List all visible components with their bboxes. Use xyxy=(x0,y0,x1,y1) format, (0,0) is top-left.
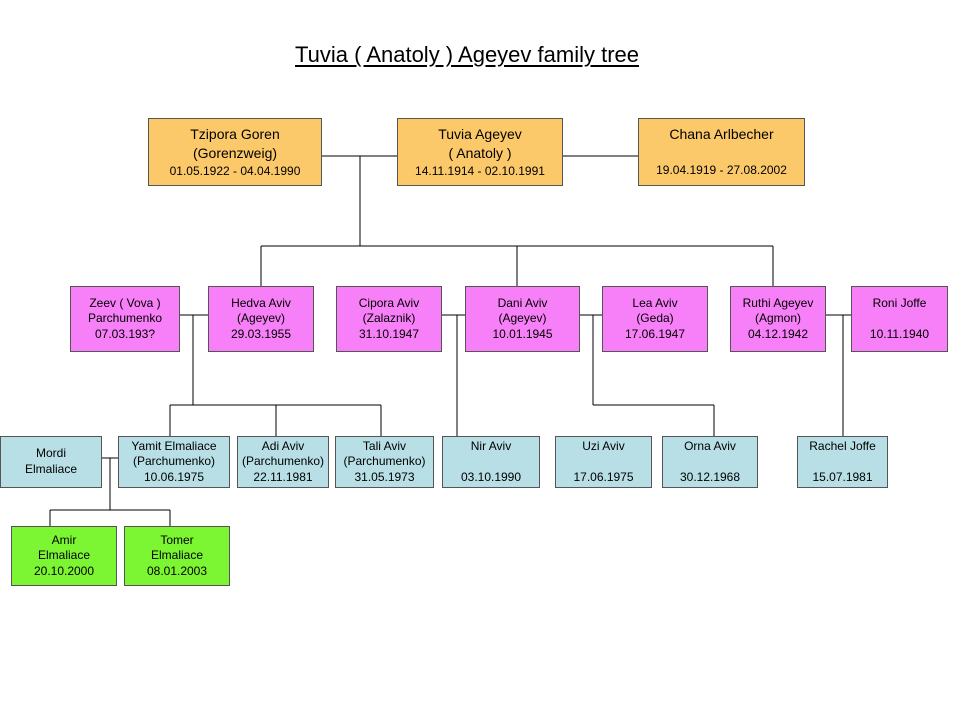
person-dates: 15.07.1981 xyxy=(812,469,873,484)
person-dates: 31.05.1973 xyxy=(354,469,415,484)
person-name: Tali Aviv xyxy=(362,438,407,453)
person-box-ruthi-ageyev: Ruthi Ageyev (Agmon) 04.12.1942 xyxy=(730,286,826,352)
person-box-tomer-elmaliace: Tomer Elmaliace 08.01.2003 xyxy=(124,526,230,586)
person-name: Hedva Aviv xyxy=(231,295,291,310)
person-dates: 29.03.1955 xyxy=(230,326,292,341)
person-dates: 17.06.1975 xyxy=(573,469,634,484)
person-box-chana-arlbecher: Chana Arlbecher 19.04.1919 - 27.08.2002 xyxy=(638,118,805,186)
person-box-amir-elmaliace: Amir Elmaliace 20.10.2000 xyxy=(11,526,117,586)
person-dates: 31.10.1947 xyxy=(358,326,420,341)
person-box-cipora-aviv: Cipora Aviv (Zalaznik) 31.10.1947 xyxy=(336,286,442,352)
person-box-lea-aviv: Lea Aviv (Geda) 17.06.1947 xyxy=(602,286,708,352)
person-dates: 30.12.1968 xyxy=(679,469,741,484)
person-dates: 01.05.1922 - 04.04.1990 xyxy=(169,163,301,178)
person-alias: ( Anatoly ) xyxy=(448,144,512,161)
person-box-orna-aviv: Orna Aviv 30.12.1968 xyxy=(662,436,758,488)
person-surname: Elmaliace xyxy=(37,548,91,563)
person-name: Adi Aviv xyxy=(261,438,305,453)
person-dates: 04.12.1942 xyxy=(747,326,809,341)
person-box-mordi-elmaliace: Mordi Elmaliace xyxy=(0,436,102,488)
person-maiden-name: (Gorenzweig) xyxy=(192,144,278,161)
person-surname: Elmaliace xyxy=(150,548,204,563)
person-dates: 03.10.1990 xyxy=(460,469,522,484)
person-surname: Parchumenko xyxy=(87,311,163,326)
person-maiden-name: (Zalaznik) xyxy=(362,311,416,326)
person-dates: 10.01.1945 xyxy=(492,326,553,341)
person-box-adi-aviv: Adi Aviv (Parchumenko) 22.11.1981 xyxy=(237,436,329,488)
person-dates: 14.11.1914 - 02.10.1991 xyxy=(415,163,545,178)
person-box-rachel-joffe: Rachel Joffe 15.07.1981 xyxy=(797,436,888,488)
person-maiden-name: (Ageyev) xyxy=(498,311,547,326)
person-name: Dani Aviv xyxy=(497,295,548,310)
person-box-uzi-aviv: Uzi Aviv 17.06.1975 xyxy=(555,436,652,488)
person-name: Tzipora Goren xyxy=(190,126,280,143)
person-maiden-name: (Parchumenko) xyxy=(241,454,325,469)
person-name: Rachel Joffe xyxy=(809,438,876,453)
person-name: Chana Arlbecher xyxy=(669,126,774,143)
person-box-roni-joffe: Roni Joffe 10.11.1940 xyxy=(851,286,948,352)
person-maiden-name: (Parchumenko) xyxy=(132,454,216,469)
person-name: Amir xyxy=(51,532,77,547)
person-maiden-name: (Geda) xyxy=(636,311,674,326)
person-name: Orna Aviv xyxy=(684,438,736,453)
person-dates: 08.01.2003 xyxy=(146,563,208,578)
person-box-nir-aviv: Nir Aviv 03.10.1990 xyxy=(442,436,540,488)
person-name: Mordi xyxy=(35,446,66,461)
person-dates: 19.04.1919 - 27.08.2002 xyxy=(656,163,787,178)
person-dates: 17.06.1947 xyxy=(624,326,686,341)
person-name: Tuvia Ageyev xyxy=(438,126,522,143)
person-name: Zeev ( Vova ) xyxy=(89,295,161,310)
person-box-tuvia-ageyev: Tuvia Ageyev ( Anatoly ) 14.11.1914 - 02… xyxy=(397,118,563,186)
person-married-name: (Agmon) xyxy=(754,311,801,326)
person-name: Cipora Aviv xyxy=(358,295,420,310)
person-name: Uzi Aviv xyxy=(582,438,625,453)
person-box-tzipora-goren: Tzipora Goren (Gorenzweig) 01.05.1922 - … xyxy=(148,118,322,186)
person-box-yamit-elmaliace: Yamit Elmaliace (Parchumenko) 10.06.1975 xyxy=(118,436,230,488)
page-title: Tuvia ( Anatoly ) Ageyev family tree xyxy=(295,42,639,67)
person-box-tali-aviv: Tali Aviv (Parchumenko) 31.05.1973 xyxy=(335,436,434,488)
person-box-dani-aviv: Dani Aviv (Ageyev) 10.01.1945 xyxy=(465,286,580,352)
person-dates: 07.03.193? xyxy=(94,326,156,341)
person-box-zeev-parchumenko: Zeev ( Vova ) Parchumenko 07.03.193? xyxy=(70,286,180,352)
person-dates: 10.06.1975 xyxy=(143,469,205,484)
person-maiden-name: (Ageyev) xyxy=(236,311,286,326)
person-name: Nir Aviv xyxy=(470,438,512,453)
person-box-hedva-aviv: Hedva Aviv (Ageyev) 29.03.1955 xyxy=(208,286,314,352)
person-dates: 20.10.2000 xyxy=(33,563,95,578)
person-name: Roni Joffe xyxy=(872,295,927,310)
person-dates: 10.11.1940 xyxy=(869,326,930,341)
person-name: Yamit Elmaliace xyxy=(131,438,217,453)
person-name: Lea Aviv xyxy=(632,295,678,310)
person-name: Ruthi Ageyev xyxy=(742,295,814,310)
person-surname: Elmaliace xyxy=(24,462,78,476)
person-dates: 22.11.1981 xyxy=(253,469,313,484)
person-name: Tomer xyxy=(160,532,194,547)
person-maiden-name: (Parchumenko) xyxy=(343,454,426,469)
